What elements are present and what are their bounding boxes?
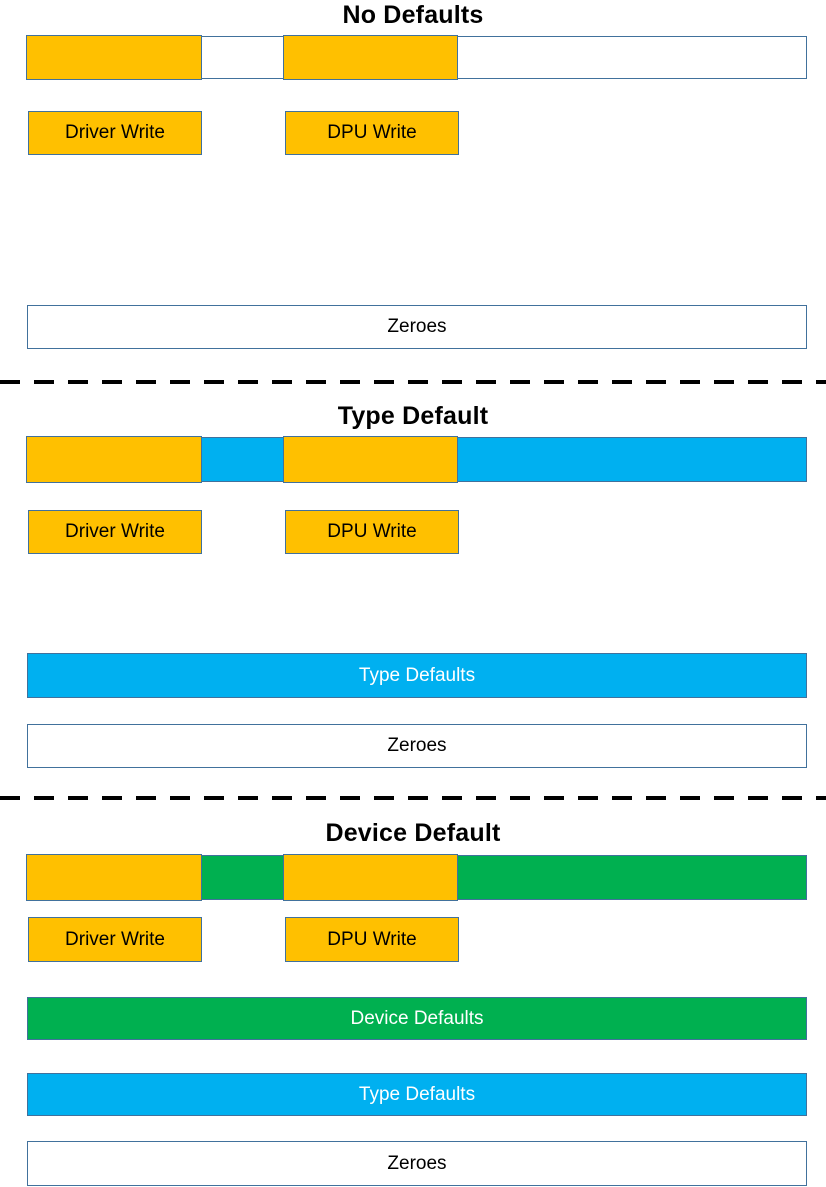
driver-write-segment [26,436,202,483]
driver-write-legend-box: Driver Write [28,510,202,554]
zeroes-label: Zeroes [387,1152,447,1174]
type-defaults-bar: Type Defaults [27,1073,807,1116]
zeroes-bar-type-default: Zeroes [27,724,807,768]
type-defaults-bar: Type Defaults [27,653,807,698]
dpu-write-label: DPU Write [327,521,417,542]
section-divider [0,380,826,384]
dpu-write-label: DPU Write [327,122,417,143]
driver-write-label: Driver Write [65,122,165,143]
driver-write-legend-box: Driver Write [28,111,202,155]
dpu-write-legend-box: DPU Write [285,917,459,962]
section-title-type-default: Type Default [337,402,489,430]
dpu-write-legend-box: DPU Write [285,111,459,155]
dpu-write-label: DPU Write [327,928,417,950]
memory-bar-type-default [26,436,807,483]
driver-write-label: Driver Write [65,521,165,542]
zeroes-bar-no-defaults: Zeroes [27,305,807,349]
dpu-write-legend-box: DPU Write [285,510,459,554]
section-title-device-default: Device Default [325,819,501,847]
memory-bar-no-defaults [26,35,807,80]
section-title-no-defaults: No Defaults [342,1,484,29]
zeroes-label: Zeroes [387,735,447,756]
device-defaults-bar: Device Defaults [27,997,807,1040]
type-defaults-label: Type Defaults [358,664,476,686]
section-divider [0,796,826,800]
type-defaults-label: Type Defaults [358,1083,476,1105]
zeroes-label: Zeroes [387,316,447,337]
dpu-write-segment [283,35,458,80]
dpu-write-segment [283,854,458,901]
device-defaults-label: Device Defaults [350,1007,484,1029]
zeroes-bar-device-default: Zeroes [27,1141,807,1186]
dpu-write-segment [283,436,458,483]
driver-write-label: Driver Write [65,928,165,950]
driver-write-segment [26,35,202,80]
driver-write-segment [26,854,202,901]
memory-bar-device-default [26,854,807,901]
driver-write-legend-box: Driver Write [28,917,202,962]
